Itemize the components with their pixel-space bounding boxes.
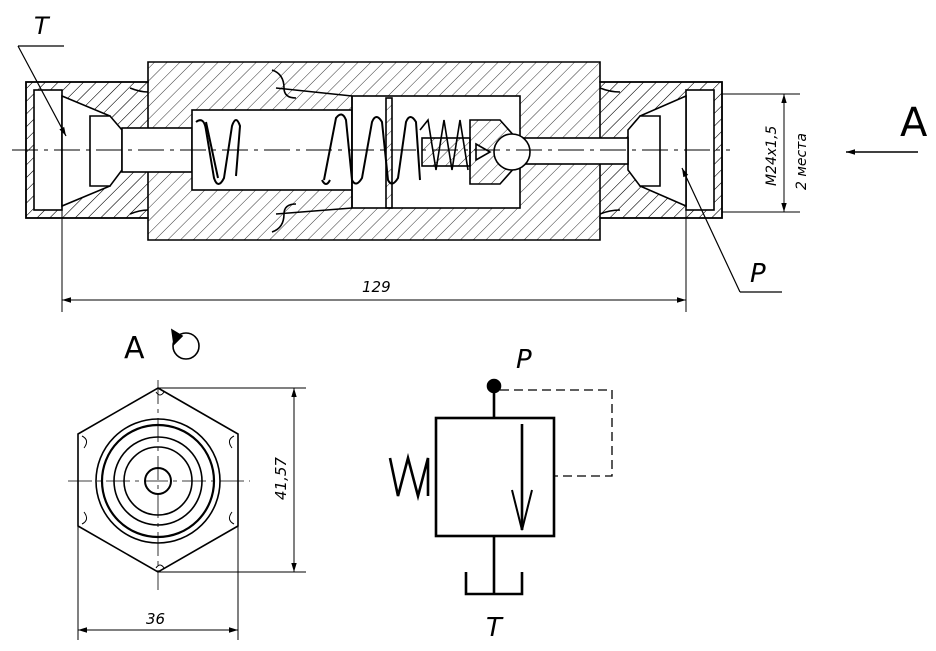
length-dimension [61,206,687,312]
port-p-label: P [750,259,766,289]
thread-dimension [722,93,800,213]
across-flats-label: 36 [146,610,165,628]
spring-symbol [388,452,430,502]
spring-right [419,118,469,171]
ball [493,133,531,171]
corner-dimension [158,387,306,573]
port-t-label: T [34,12,51,40]
leader-port-p [681,167,782,293]
poppet [421,137,471,167]
length-label: 129 [362,278,391,296]
guide-sleeve [385,97,393,209]
thread-places-label: 2 места [794,133,810,190]
valve-envelope [434,416,556,538]
symbol-t-label: T [486,613,504,643]
view-letter-a: A [900,100,928,146]
section-view [12,61,730,241]
spring-main [321,113,421,185]
leader-port-t [17,45,67,137]
symbol-p-label: P [516,345,532,375]
flats-dimension [77,526,239,640]
tank-symbol [464,572,524,596]
across-corners-label: 41,57 [272,457,290,500]
rotation-icon [170,328,200,360]
end-view [68,380,250,590]
view-a-title: A [124,331,145,366]
pilot-line [500,389,613,477]
hydraulic-symbol [388,378,613,596]
thread-label: M24x1,5 [764,125,780,186]
